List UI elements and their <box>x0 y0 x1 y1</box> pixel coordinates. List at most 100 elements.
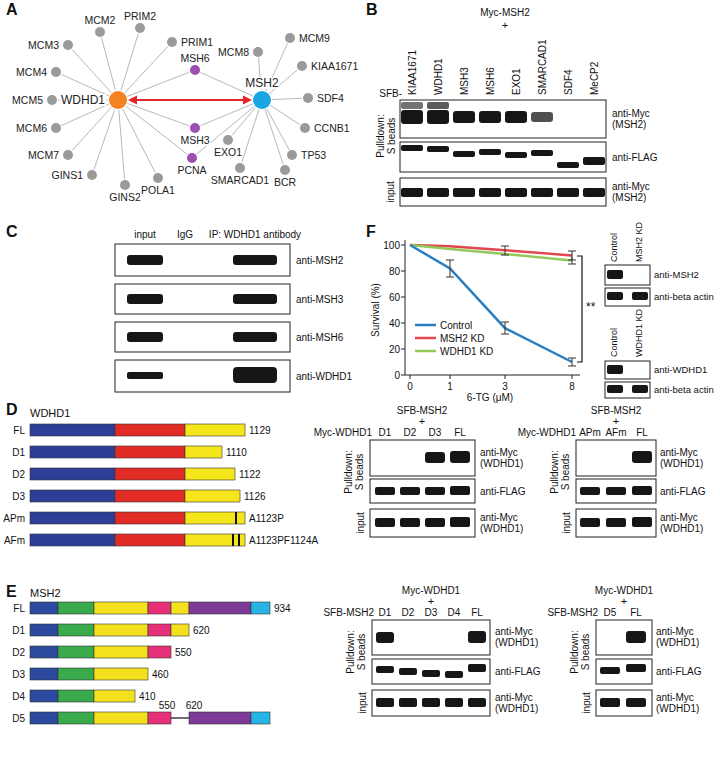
interactor-node: CCNB1 <box>300 123 310 133</box>
blot-band <box>632 292 648 300</box>
interaction-edge <box>267 109 289 150</box>
blot-frame <box>372 620 490 655</box>
lane-label: AFm <box>605 427 626 438</box>
legend-text: Control <box>440 320 472 331</box>
interaction-line <box>72 107 111 150</box>
protein-domain-bar <box>251 712 270 724</box>
protein-domain-bar <box>30 602 58 614</box>
blot-band <box>468 698 486 707</box>
interaction-line <box>102 38 116 91</box>
axis-tick: 100 <box>383 240 400 251</box>
axis-tick: 20 <box>389 344 400 355</box>
antibody-label: anti-MSH2 <box>654 270 699 280</box>
blot-band <box>632 517 652 527</box>
antibody-label: anti-MSH6 <box>296 332 343 343</box>
antibody-label: anti-FLAG <box>656 666 702 677</box>
lane-label: MSH3 <box>459 67 470 95</box>
blot-band <box>127 372 163 379</box>
construct-label: Myc-WDHD1 <box>402 585 460 596</box>
construct-label: SFB-MSH2 <box>323 607 374 618</box>
blot-frame <box>605 382 650 398</box>
protein-domain-bar <box>171 602 189 614</box>
protein-domain-bar <box>58 646 94 658</box>
protein-domain-bar <box>30 446 115 458</box>
lane-label: IgG <box>177 229 193 240</box>
blot-frame <box>605 265 650 285</box>
interactor-node: MSH3 <box>190 123 200 133</box>
interactor-node: MCM3 <box>63 40 73 50</box>
antibody-label: anti-Myc (WDHD1) <box>660 447 708 469</box>
blot-band <box>531 188 553 197</box>
construct-label: Myc-WDHD1 <box>595 585 653 596</box>
survival-curve <box>410 245 572 362</box>
residue-number: 620 <box>186 700 203 711</box>
error-bar <box>568 358 576 366</box>
blot-band <box>127 294 163 304</box>
protein-name: SDF4 <box>316 93 345 104</box>
blot-band <box>425 452 445 463</box>
interaction-edge <box>125 46 168 92</box>
protein-domain-bar <box>94 690 135 702</box>
interactor-node: MCM9 <box>285 33 295 43</box>
lane-label: D2 <box>402 607 415 618</box>
residue-number: 550 <box>159 700 176 711</box>
antibody-label: anti-WDHD1 <box>296 371 352 382</box>
blot-side-label: Pulldown: S beads <box>345 627 367 677</box>
blot-band <box>425 487 445 495</box>
blot-band <box>450 517 470 527</box>
interaction-line <box>232 108 256 136</box>
construct-name: D3 <box>12 491 25 502</box>
protein-name: EXO1 <box>213 147 243 158</box>
blot-frame <box>115 360 290 392</box>
interaction-edge <box>270 105 300 124</box>
interaction-edge <box>61 74 108 95</box>
blot-band <box>632 486 652 495</box>
survival-curve <box>410 245 572 362</box>
protein-domain-bar <box>115 424 185 436</box>
interaction-edge <box>265 110 283 165</box>
lane-label: SDF4 <box>563 69 574 95</box>
antibody-label: anti-Myc (WDHD1) <box>656 626 704 648</box>
construct-name: FL <box>13 425 25 436</box>
blot-band <box>422 670 440 677</box>
protein-name: TP53 <box>300 150 327 161</box>
lane-label: FL <box>471 607 483 618</box>
blot-band <box>580 518 600 527</box>
interaction-edge <box>72 107 111 150</box>
blot-band <box>399 698 417 707</box>
residue-number: 1129 <box>249 425 271 436</box>
construct-label: + <box>419 415 425 427</box>
blot-band <box>400 487 420 495</box>
panel-letter: A <box>6 1 18 19</box>
protein-domain-bar <box>115 446 185 458</box>
blot-band <box>427 146 449 152</box>
protein-name: MCM6 <box>15 123 48 134</box>
blot-band <box>233 294 277 304</box>
construct-name: D2 <box>12 647 25 658</box>
protein-name: MCM5 <box>11 95 44 106</box>
protein-domain-bar <box>235 512 237 524</box>
protein-domain-bar <box>185 446 222 458</box>
construct-label: + <box>613 415 619 427</box>
residue-number: 620 <box>193 625 210 636</box>
lane-label: MSH6 <box>485 67 496 95</box>
interaction-line <box>242 110 259 163</box>
protein-domain-bar <box>171 717 189 718</box>
antibody-label: anti-FLAG <box>495 666 541 677</box>
blot-side-label: input <box>561 512 572 534</box>
blot-band <box>427 188 449 197</box>
interactor-node: EXO1 <box>223 135 233 145</box>
construct-label: SFB-MSH2 <box>547 607 598 618</box>
lane-label: D1 <box>379 607 392 618</box>
blot-band <box>557 188 579 197</box>
blot-frame <box>596 659 652 684</box>
chart-axis <box>405 240 406 375</box>
protein-domain-bar <box>30 512 115 524</box>
antibody-label: anti-Myc (MSH2) <box>612 181 660 203</box>
protein-domain-bar <box>148 602 171 614</box>
residue-number: 934 <box>274 603 291 614</box>
blot-band <box>531 150 553 156</box>
blot-band <box>453 111 475 123</box>
protein-domain-bar <box>232 534 234 546</box>
